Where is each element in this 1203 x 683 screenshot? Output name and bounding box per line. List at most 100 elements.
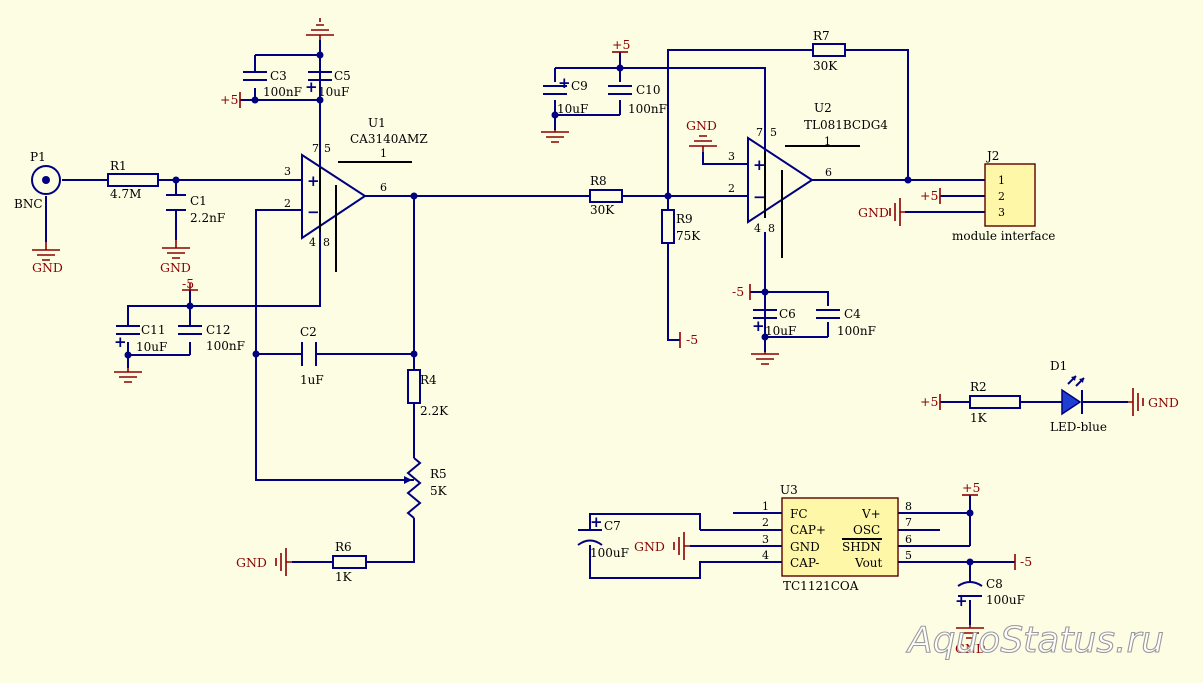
r6-ref: R6 [335,540,352,554]
u3-pin-2: 2 [762,516,769,529]
capacitor-c11: C11 10uF + [114,323,167,354]
gnd-label-u2: GND [686,118,717,133]
u3-pin-4: 4 [762,549,769,562]
u2-pin-1: 1 [824,135,831,148]
c4-value: 100nF [837,324,876,338]
u3-pin-3: 3 [762,533,769,546]
u3-pin-name-cap-plus: CAP+ [790,523,826,537]
u3-pin-8: 8 [905,500,912,513]
c6-value: 10uF [765,324,796,338]
resistor-r8: R8 30K [589,174,623,217]
neg5-label-u2: -5 [732,284,744,299]
r2-value: 1K [970,411,988,425]
u3-value: TC1121COA [783,579,859,593]
u3-pin-name-shdn: SHDN [842,540,881,554]
u2-plus-sign: + [753,156,766,174]
c3-value: 100nF [263,85,302,99]
junction-dot [251,96,259,104]
junction-dot [664,192,672,200]
u1-pin-4: 4 [309,236,316,249]
u3-pin-7: 7 [905,516,912,529]
junction-dot [616,64,624,72]
u3-pin-6: 6 [905,533,912,546]
ground-symbol [751,352,779,365]
p1-label: BNC [14,197,43,211]
resistor-r6: R6 1K [332,540,367,584]
u3-pin-name-vout: Vout [854,556,883,570]
c12-ref: C12 [206,323,230,337]
connector-j2: J2 1 2 3 module interface [952,149,1055,243]
gnd-label-c1: GND [160,260,191,275]
opamp-u2: 7 5 4 8 1 3 2 6 + − U2 TL081BCDG4 [728,101,888,258]
u2-pin-8: 8 [768,222,775,235]
c5-polarity: + [305,78,318,96]
capacitor-c8: C8 100uF + [955,577,1025,610]
u2-value: TL081BCDG4 [804,118,888,132]
r9-value: 75K [676,229,701,243]
c10-value: 100nF [628,102,667,116]
capacitor-c12: C12 100nF [178,323,245,353]
u1-pin-8: 8 [323,236,330,249]
r4-value: 2.2K [420,404,449,418]
junction-dot [252,350,260,358]
gnd-label-j2: GND [858,205,889,220]
junction-dot [410,350,418,358]
c6-ref: C6 [779,307,796,321]
resistor-r9: R9 75K [661,209,701,244]
opamp-u1: 7 5 4 8 1 3 2 6 + − U1 CA3140AMZ [284,116,428,272]
c5-value: 10uF [318,85,349,99]
u3-pin-name-osc: OSC [853,523,880,537]
u3-pin-1: 1 [762,500,769,513]
c6-polarity: + [752,317,765,335]
r6-value: 1K [335,570,353,584]
c9-polarity: + [558,74,571,92]
gnd-symbols: GND GND GND GND GND GND GND GND [32,18,1179,656]
c11-ref: C11 [141,323,165,337]
c10-ref: C10 [636,83,660,97]
u3-pin-name-vplus: V+ [861,507,881,521]
capacitor-c10: C10 100nF [608,83,667,116]
u2-pin-4: 4 [754,222,761,235]
ground-symbol [889,198,905,226]
r5-value: 5K [430,484,448,498]
resistor-r2: R2 1K [969,380,1021,425]
resistor-r7: R7 30K [812,29,846,73]
junction-dot [904,176,912,184]
capacitor-c3: C3 100nF [243,69,302,99]
junction-dot [966,558,974,566]
r7-ref: R7 [813,29,830,43]
wire-network [45,40,1128,625]
capacitor-c4: C4 100nF [816,307,876,338]
r4-ref: R4 [420,373,437,387]
c2-value: 1uF [300,373,324,387]
r1-ref: R1 [110,159,127,173]
j2-label: module interface [952,229,1055,243]
pos5-label-led: +5 [920,394,938,409]
capacitor-c7: C7 100uF + [577,513,629,560]
j2-ref: J2 [985,149,999,163]
resistor-r4: R4 2.2K [407,369,449,418]
c8-polarity: + [955,592,968,610]
ic-u3: U3 TC1121COA 1 2 3 4 8 7 6 5 FC CAP+ GND… [762,483,912,593]
ground-symbol [673,532,690,560]
r8-value: 30K [590,203,615,217]
ground-symbol [32,242,60,261]
u1-pin-5: 5 [324,142,331,155]
bnc-connector-p1: P1 BNC [14,150,61,211]
c7-ref: C7 [604,519,621,533]
c2-ref: C2 [300,325,317,339]
u3-pin-name-cap-minus: CAP- [790,556,819,570]
junction-dot [761,288,769,296]
gnd-label-led: GND [1148,395,1179,410]
u1-value: CA3140AMZ [350,132,428,146]
r5-ref: R5 [430,467,447,481]
c1-ref: C1 [190,194,207,208]
u1-ref: U1 [368,116,386,130]
c9-ref: C9 [571,79,588,93]
pos5-label-u1: +5 [220,92,238,107]
c7-polarity: + [590,513,603,531]
ground-symbol [114,368,142,383]
junction-dots [124,51,974,566]
junction-dot [172,176,180,184]
u2-pin-7: 7 [756,126,763,139]
